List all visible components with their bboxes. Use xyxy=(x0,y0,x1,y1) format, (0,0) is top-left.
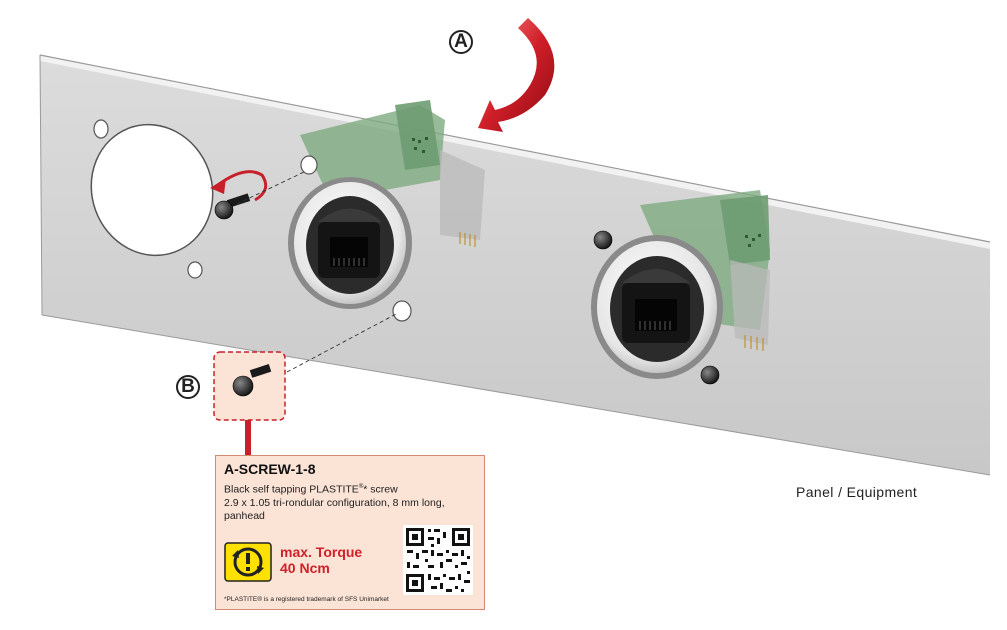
desc-line-3: panhead xyxy=(224,509,265,522)
desc-line-1: Black self tapping PLASTITE xyxy=(224,483,359,496)
rotation-arrow-icon xyxy=(210,170,268,202)
desc-line-2: 2.9 x 1.05 tri-rondular configuration, 8… xyxy=(224,496,445,509)
screw-being-inserted xyxy=(214,193,251,220)
desc-line-1-tail: * screw xyxy=(363,483,398,496)
screw-detail-box xyxy=(213,351,286,455)
equipment-panel xyxy=(39,54,991,476)
curved-insert-arrow xyxy=(478,18,555,132)
part-number: A-SCREW-1-8 xyxy=(224,461,316,477)
callout-a: A xyxy=(449,30,473,54)
panel-label: Panel / Equipment xyxy=(796,484,918,500)
empty-panel-cutout xyxy=(90,119,214,279)
callout-b: B xyxy=(176,375,200,399)
torque-line-2: 40 Ncm xyxy=(280,560,330,576)
rj45-connector-mounted xyxy=(591,190,770,385)
torque-warning-icon xyxy=(224,542,272,582)
rj45-connector-mounting xyxy=(288,100,485,322)
qr-code xyxy=(403,525,473,595)
part-description: Black self tapping PLASTITE®* screw 2.9 … xyxy=(224,481,479,523)
registered-mark: ® xyxy=(358,484,364,490)
torque-value: max. Torque 40 Ncm xyxy=(280,544,362,576)
trademark-note: *PLASTITE® is a registered trademark of … xyxy=(224,596,389,603)
alignment-guides xyxy=(236,171,399,373)
screw-info-card: A-SCREW-1-8 Black self tapping PLASTITE®… xyxy=(215,455,485,610)
torque-line-1: max. Torque xyxy=(280,544,363,560)
